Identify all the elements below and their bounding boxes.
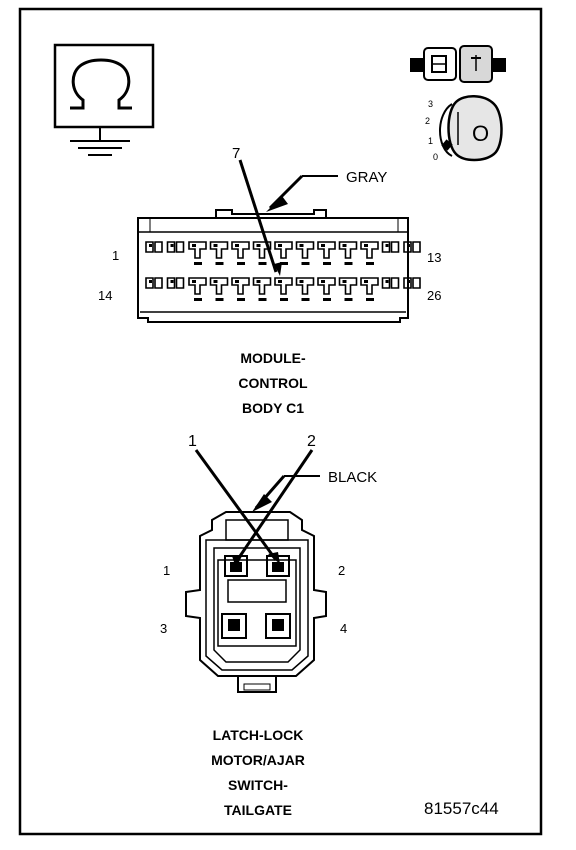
module-cavity-19 bbox=[252, 277, 272, 301]
module-cavity-10 bbox=[338, 241, 358, 265]
latch-cavity-3 bbox=[221, 613, 247, 639]
module-cavity-23 bbox=[338, 277, 358, 301]
module-pin-label-26: 26 bbox=[427, 288, 441, 303]
module-connector bbox=[137, 209, 421, 323]
module-cavity-8 bbox=[295, 241, 315, 265]
latch-pointer-arrowhead-1 bbox=[268, 552, 280, 564]
module-pin-label-13: 13 bbox=[427, 250, 441, 265]
module-cavity-9 bbox=[317, 241, 336, 265]
module-cavity-5 bbox=[231, 241, 250, 265]
latch-color-label: BLACK bbox=[328, 469, 377, 486]
key-position-2: 2 bbox=[425, 116, 430, 126]
latch-pointer-line-1 bbox=[194, 449, 278, 561]
module-cavity-22 bbox=[317, 277, 336, 301]
key-position-0: 0 bbox=[433, 152, 438, 162]
ground-symbol-icon bbox=[53, 43, 155, 156]
module-cavity-7 bbox=[274, 241, 293, 265]
module-cavity-15 bbox=[166, 277, 185, 289]
key-position-1: 1 bbox=[428, 136, 433, 146]
module-cavity-2 bbox=[166, 241, 185, 253]
latch-pointer-pin-label-2: 2 bbox=[307, 433, 316, 450]
key-face-label: O bbox=[472, 121, 489, 146]
module-cavity-13 bbox=[403, 241, 421, 253]
figure-id: 81557c44 bbox=[424, 799, 499, 818]
module-cavity-16 bbox=[188, 277, 207, 301]
key-position-3: 3 bbox=[428, 99, 433, 109]
ignition-key-icon: O 3 2 1 0 bbox=[425, 95, 503, 162]
module-cavity-17 bbox=[209, 277, 229, 301]
gray-leader-arrowhead bbox=[266, 196, 288, 212]
module-cavity-11 bbox=[360, 241, 379, 265]
latch-pointer-line-2 bbox=[234, 449, 314, 563]
connector-plug-icon bbox=[410, 45, 506, 83]
module-cavity-21 bbox=[295, 277, 315, 301]
latch-name-line-1: LATCH-LOCK bbox=[213, 727, 304, 743]
diagram-frame bbox=[18, 7, 543, 836]
module-cavity-18 bbox=[231, 277, 250, 301]
latch-cavity-4 bbox=[265, 613, 291, 639]
module-name-line-2: CONTROL bbox=[238, 375, 308, 391]
module-cavity-3 bbox=[188, 241, 207, 265]
module-pointer-pin-label: 7 bbox=[232, 145, 240, 162]
latch-pin-label-1: 1 bbox=[163, 563, 170, 578]
latch-pin-label-3: 3 bbox=[160, 621, 167, 636]
module-color-label: GRAY bbox=[346, 169, 387, 186]
module-pointer-arrowhead bbox=[274, 262, 282, 276]
module-cavity-24 bbox=[360, 277, 379, 301]
latch-name-line-4: TAILGATE bbox=[224, 802, 292, 818]
module-cavity-25 bbox=[381, 277, 400, 289]
module-pin-label-1: 1 bbox=[112, 248, 119, 263]
module-cavity-20 bbox=[274, 277, 293, 301]
latch-name-line-2: MOTOR/AJAR bbox=[211, 752, 305, 768]
module-cavity-12 bbox=[381, 241, 400, 253]
module-cavity-6 bbox=[252, 241, 272, 265]
module-cavity-1 bbox=[145, 241, 163, 253]
module-pin-label-14: 14 bbox=[98, 288, 112, 303]
module-name-line-3: BODY C1 bbox=[242, 400, 304, 416]
module-cavity-4 bbox=[209, 241, 229, 265]
latch-name-line-3: SWITCH- bbox=[228, 777, 288, 793]
latch-pointer-arrowhead-2 bbox=[232, 556, 242, 568]
module-cavity-14 bbox=[145, 277, 163, 289]
latch-connector bbox=[185, 511, 327, 693]
latch-pin-label-2: 2 bbox=[338, 563, 345, 578]
latch-pin-label-4: 4 bbox=[340, 621, 347, 636]
module-name-line-1: MODULE- bbox=[240, 350, 306, 366]
black-leader-arrowhead bbox=[252, 494, 272, 512]
module-cavity-26 bbox=[403, 277, 421, 289]
latch-pointer-pin-label-1: 1 bbox=[188, 433, 197, 450]
module-pointer-line bbox=[238, 159, 278, 273]
